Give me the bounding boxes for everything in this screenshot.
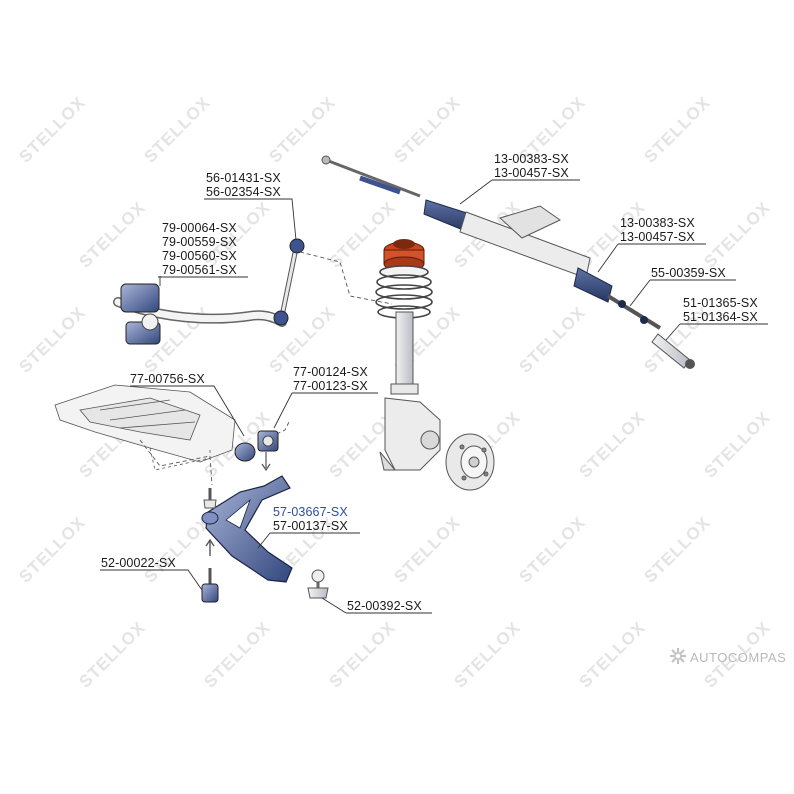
label-77-00123[interactable]: 77-00123-SX <box>293 379 368 393</box>
label-13-00383-right[interactable]: 13-00383-SX <box>620 216 695 230</box>
wheel-hub <box>445 433 495 491</box>
label-79-00560[interactable]: 79-00560-SX <box>162 249 237 263</box>
label-57-00137[interactable]: 57-00137-SX <box>273 519 348 533</box>
ball-joint <box>307 569 329 599</box>
strut-assembly <box>375 239 433 395</box>
label-52-00022[interactable]: 52-00022-SX <box>101 556 176 570</box>
label-52-00392[interactable]: 52-00392-SX <box>347 599 422 613</box>
label-57-03667[interactable]: 57-03667-SX <box>273 505 348 519</box>
stabilizer-link <box>273 238 305 326</box>
label-13-00383-left[interactable]: 13-00383-SX <box>494 152 569 166</box>
label-77-00124[interactable]: 77-00124-SX <box>293 365 368 379</box>
leader-lines <box>100 179 768 614</box>
label-77-00756[interactable]: 77-00756-SX <box>130 372 205 386</box>
label-51-01365[interactable]: 51-01365-SX <box>683 296 758 310</box>
label-56-02354[interactable]: 56-02354-SX <box>206 185 281 199</box>
steering-knuckle <box>379 397 441 471</box>
label-51-01364[interactable]: 51-01364-SX <box>683 310 758 324</box>
arm-bolt <box>201 488 219 603</box>
label-56-01431[interactable]: 56-01431-SX <box>206 171 281 185</box>
label-79-00559[interactable]: 79-00559-SX <box>162 235 237 249</box>
steering-rack <box>321 155 695 369</box>
label-13-00457-right[interactable]: 13-00457-SX <box>620 230 695 244</box>
label-79-00064[interactable]: 79-00064-SX <box>162 221 237 235</box>
label-13-00457-left[interactable]: 13-00457-SX <box>494 166 569 180</box>
stabilizer-bushing <box>120 283 161 345</box>
lower-control-arm <box>201 475 293 583</box>
wrench-star-icon <box>670 648 686 664</box>
subframe <box>54 384 236 471</box>
brand-text: AUTOCOMPAS <box>690 650 787 665</box>
label-55-00359[interactable]: 55-00359-SX <box>651 266 726 280</box>
control-arm-bushings <box>234 430 279 472</box>
label-79-00561[interactable]: 79-00561-SX <box>162 263 237 277</box>
